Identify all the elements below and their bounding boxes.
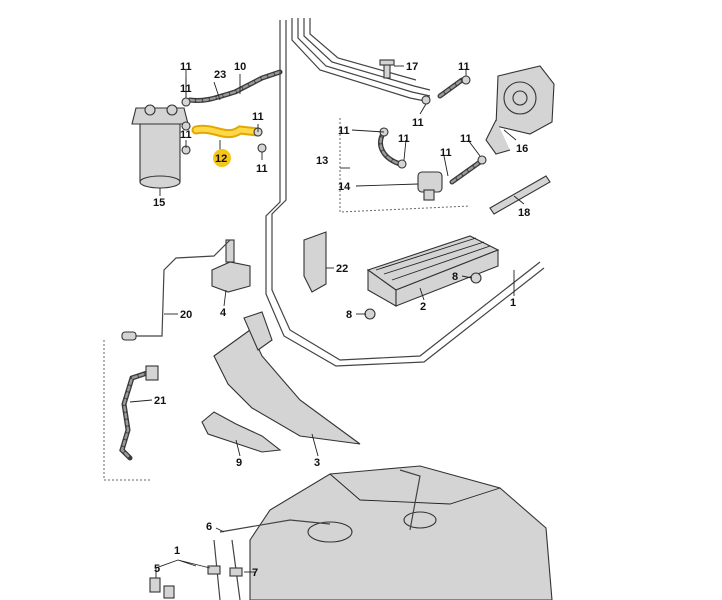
clamps-near-filter [181,97,267,155]
fuel-tank[interactable] [249,465,553,600]
label-11: 11 [460,133,472,145]
lines-part-6-7[interactable] [207,519,331,600]
group-frame-left [103,340,150,481]
label-11: 11 [180,83,192,95]
label-11: 11 [256,163,268,175]
hoses-near-pump [378,75,487,185]
label-8: 8 [346,309,352,321]
label-11: 11 [338,125,350,137]
label-18: 18 [518,207,530,219]
pipe-part-20[interactable] [121,239,231,341]
group-bracket-13 [339,118,471,213]
label-21: 21 [154,395,166,407]
label-11: 11 [412,117,424,129]
label-9: 9 [236,457,242,469]
highlighted-hose-part-12[interactable] [191,124,263,139]
fuel-pump-part-16[interactable] [485,65,555,155]
label-20: 20 [180,309,192,321]
connector-part-5[interactable] [149,577,175,599]
label-14: 14 [338,181,351,193]
heat-shield-part-3[interactable] [213,311,361,445]
label-22: 22 [336,263,348,275]
part-labels: 11 23 10 11 11 11 12 11 15 17 11 11 11 1… [153,61,530,579]
bracket-part-22[interactable] [303,231,327,293]
label-7: 7 [252,567,258,579]
cover-part-9[interactable] [201,411,282,453]
cooler-part-2[interactable] [366,235,500,307]
label-12: 12 [215,153,227,165]
pipe-bundle [265,18,545,367]
bracket-part-4[interactable] [211,239,251,293]
label-1: 1 [174,545,180,557]
label-13: 13 [316,155,328,167]
label-16: 16 [516,143,528,155]
label-8: 8 [452,271,458,283]
label-3: 3 [314,457,320,469]
label-23: 23 [214,69,226,81]
label-6: 6 [206,521,212,533]
label-15: 15 [153,197,165,209]
hose-part-23-10[interactable] [187,69,283,103]
label-1: 1 [510,297,516,309]
highlight-badge-12 [213,149,231,167]
label-11: 11 [458,61,470,73]
valve-part-14[interactable] [417,171,443,201]
label-11: 11 [252,111,264,123]
label-11: 11 [440,147,452,159]
label-4: 4 [220,307,227,319]
label-5: 5 [154,563,160,575]
label-11: 11 [398,133,410,145]
label-11: 11 [180,61,192,73]
leader-lines [129,65,525,578]
rail-part-18[interactable] [489,175,551,215]
fuel-filter-part-15[interactable] [131,104,189,189]
bolt-part-17[interactable] [379,59,395,79]
hose-part-21[interactable] [119,365,159,461]
label-17: 17 [406,61,418,73]
label-10: 10 [234,61,246,73]
label-11: 11 [180,129,192,141]
label-2: 2 [420,301,426,313]
